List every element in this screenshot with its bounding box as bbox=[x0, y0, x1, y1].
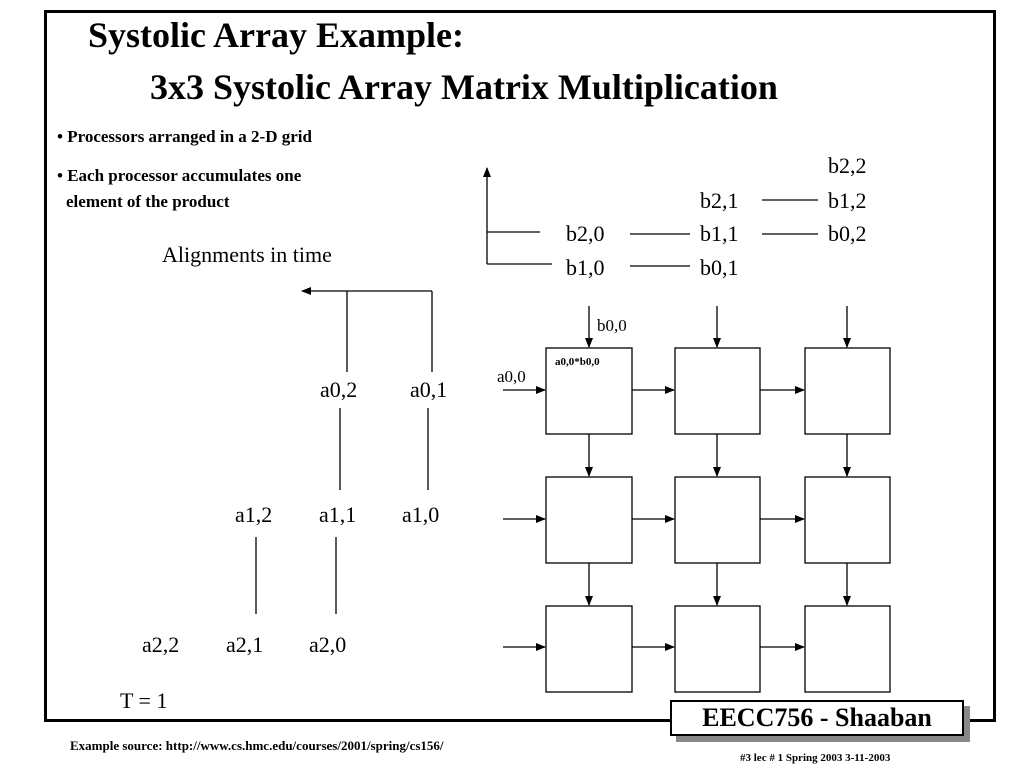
course-logo: EECC756 - Shaaban bbox=[670, 700, 970, 742]
slide-info: #3 lec # 1 Spring 2003 3-11-2003 bbox=[740, 752, 891, 764]
pe-2-1 bbox=[674, 605, 761, 693]
pe-2-2 bbox=[804, 605, 891, 693]
slide-title-line2: 3x3 Systolic Array Matrix Multiplication bbox=[150, 67, 778, 107]
alignments-label: Alignments in time bbox=[162, 242, 332, 267]
bullet-grid: • Processors arranged in a 2-D grid bbox=[57, 127, 312, 146]
pe-2-0 bbox=[545, 605, 633, 693]
a-input-a02: a0,2 bbox=[320, 377, 358, 402]
a-input-a10: a1,0 bbox=[402, 502, 440, 527]
pe-0-2 bbox=[804, 347, 891, 435]
pe-1-1 bbox=[674, 476, 761, 564]
b-input-b20: b2,0 bbox=[566, 221, 605, 246]
pe-0-1 bbox=[674, 347, 761, 435]
a-input-a20: a2,0 bbox=[309, 632, 347, 657]
a-input-a01: a0,1 bbox=[410, 377, 448, 402]
bullet-accumulate-cont: element of the product bbox=[66, 192, 230, 211]
b-input-b12: b1,2 bbox=[828, 188, 867, 213]
b-input-b11: b1,1 bbox=[700, 221, 739, 246]
a-input-a21: a2,1 bbox=[226, 632, 264, 657]
a-input-a11: a1,1 bbox=[319, 502, 357, 527]
b-input-b01: b0,1 bbox=[700, 255, 739, 280]
b-input-b10: b1,0 bbox=[566, 255, 605, 280]
pe-0-0-product: a0,0*b0,0 bbox=[555, 356, 600, 368]
a-input-a12: a1,2 bbox=[235, 502, 273, 527]
slide-frame bbox=[44, 10, 996, 722]
a-input-a22: a2,2 bbox=[142, 632, 180, 657]
bullet-accumulate: • Each processor accumulates one bbox=[57, 166, 302, 185]
pe-1-0 bbox=[545, 476, 633, 564]
slide-title-line1: Systolic Array Example: bbox=[88, 15, 464, 55]
entering-a00: a0,0 bbox=[497, 367, 526, 386]
b-input-b22: b2,2 bbox=[828, 153, 867, 178]
example-source: Example source: http://www.cs.hmc.edu/co… bbox=[70, 738, 444, 753]
b-input-b02: b0,2 bbox=[828, 221, 867, 246]
time-step-label: T = 1 bbox=[120, 688, 168, 713]
entering-b00: b0,0 bbox=[597, 316, 627, 335]
pe-1-2 bbox=[804, 476, 891, 564]
logo-text: EECC756 - Shaaban bbox=[670, 700, 964, 736]
b-input-b21: b2,1 bbox=[700, 188, 739, 213]
